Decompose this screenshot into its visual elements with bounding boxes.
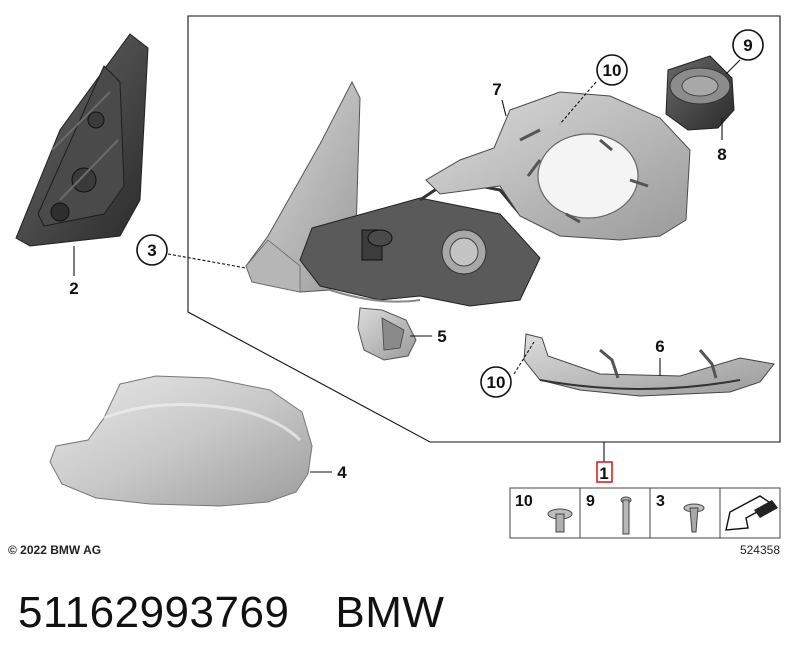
svg-text:9: 9: [743, 36, 752, 55]
part-mirror-cap: [49, 375, 313, 507]
part-caption: 51162993769 BMW: [18, 588, 778, 648]
callout-9[interactable]: 9: [732, 29, 764, 61]
label-1-highlighted[interactable]: 1: [596, 461, 613, 483]
brand-name: BMW: [335, 588, 445, 637]
leader-10-bottom: [513, 341, 535, 375]
leader-3: [167, 253, 247, 269]
label-5[interactable]: 5: [437, 327, 446, 346]
svg-text:1: 1: [599, 464, 608, 483]
label-8[interactable]: 8: [717, 145, 726, 164]
callout-3[interactable]: 3: [136, 234, 168, 266]
callout-10-top[interactable]: 10: [596, 54, 628, 86]
part-mirror-housing-frame: [425, 91, 691, 241]
label-4[interactable]: 4: [337, 463, 347, 482]
svg-text:9: 9: [586, 493, 595, 510]
callout-10-bottom[interactable]: 10: [480, 366, 512, 398]
leader-9: [725, 59, 741, 75]
legend-item-10[interactable]: 10: [515, 493, 573, 533]
leader-7: [501, 99, 507, 117]
parts-diagram: 10 9 3 10 7 8 2 5 6 4 1 10 9: [8, 15, 781, 557]
fastener-legend: 10 9 3: [509, 487, 781, 539]
label-6[interactable]: 6: [655, 337, 664, 356]
part-number: 51162993769: [18, 588, 290, 637]
label-7[interactable]: 7: [492, 80, 501, 99]
assembly-outline: [187, 15, 781, 462]
svg-text:3: 3: [147, 241, 156, 260]
svg-text:3: 3: [656, 493, 665, 510]
part-lower-trim: [523, 333, 775, 397]
image-number: 524358: [740, 543, 780, 557]
arrow-icon: [725, 495, 778, 531]
label-2[interactable]: 2: [69, 279, 78, 298]
leader-10-top: [559, 81, 597, 125]
svg-text:10: 10: [515, 493, 533, 510]
svg-text:10: 10: [487, 373, 506, 392]
part-adjustment-motor: [665, 55, 735, 131]
copyright: © 2022 BMW AG: [8, 543, 101, 557]
svg-text:10: 10: [603, 61, 622, 80]
part-mirror-triangle-mount: [15, 33, 149, 247]
legend-item-3[interactable]: 3: [656, 493, 705, 533]
legend-item-9[interactable]: 9: [586, 493, 632, 535]
part-small-cover: [357, 307, 417, 361]
